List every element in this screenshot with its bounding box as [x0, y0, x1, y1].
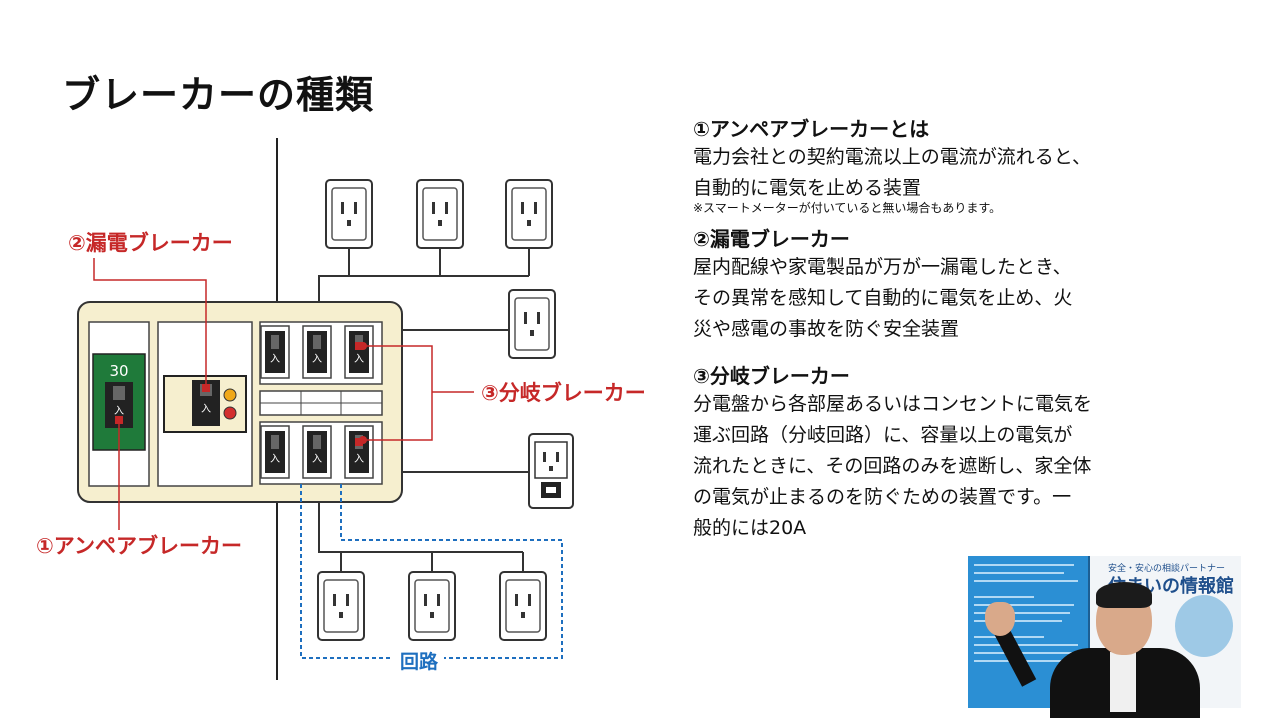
switch-label: 入: [312, 354, 322, 365]
switch-label: 入: [270, 354, 280, 365]
presenter-hand: [985, 602, 1015, 636]
section-branch: ③分岐ブレーカー 分電盤から各部屋あるいはコンセントに電気を 運ぶ回路（分岐回路…: [693, 363, 1173, 544]
section-line: 般的には20A: [693, 517, 807, 539]
section-line: 屋内配線や家電製品が万が一漏電したとき、: [693, 256, 1072, 278]
signboard-subtitle: 安全・安心の相談パートナー: [1108, 564, 1226, 574]
section-line: 分電盤から各部屋あるいはコンセントに電気を: [693, 393, 1093, 415]
section-heading: ③分岐ブレーカー: [693, 364, 850, 388]
section-note: ※スマートメーターが付いていると無い場合もあります。: [693, 201, 1002, 215]
label-branch-breaker: ③分岐ブレーカー: [481, 381, 646, 405]
label-circuit: 回路: [400, 650, 439, 673]
explanation-panel: ①アンペアブレーカーとは 電力会社との契約電流以上の電流が流れると、 自動的に電…: [693, 116, 1173, 550]
switch-label: 入: [114, 406, 124, 417]
section-line: 自動的に電気を止める装置: [693, 177, 922, 199]
section-line: 災や感電の事故を防ぐ安全装置: [693, 318, 960, 340]
presenter-shirt: [1110, 652, 1136, 712]
section-line: の電気が止まるのを防ぐための装置です。一: [693, 486, 1072, 508]
label-leakage-breaker: ②漏電ブレーカー: [68, 231, 233, 255]
label-ampere-breaker: ①アンペアブレーカー: [36, 534, 242, 558]
section-heading: ②漏電ブレーカー: [693, 227, 850, 251]
section-ampere: ①アンペアブレーカーとは 電力会社との契約電流以上の電流が流れると、 自動的に電…: [693, 116, 1173, 216]
tree-logo: [1175, 595, 1233, 657]
switch-label: 入: [270, 454, 280, 465]
section-line: 運ぶ回路（分岐回路）に、容量以上の電気が: [693, 424, 1073, 446]
switch-label: 入: [354, 354, 364, 365]
presenter-hair: [1096, 582, 1152, 608]
section-line: 流れたときに、その回路のみを遮断し、家全体: [693, 455, 1092, 477]
section-heading: ①アンペアブレーカーとは: [693, 117, 930, 141]
section-leakage: ②漏電ブレーカー 屋内配線や家電製品が万が一漏電したとき、 その異常を感知して自…: [693, 226, 1173, 345]
switch-label: 入: [312, 454, 322, 465]
switch-label: 入: [201, 404, 211, 415]
ampere-rating: 30: [109, 362, 128, 380]
section-line: その異常を感知して自動的に電気を止め、火: [693, 287, 1073, 309]
page-title: ブレーカーの種類: [62, 73, 375, 117]
section-line: 電力会社との契約電流以上の電流が流れると、: [693, 146, 1092, 168]
switch-label: 入: [354, 454, 364, 465]
